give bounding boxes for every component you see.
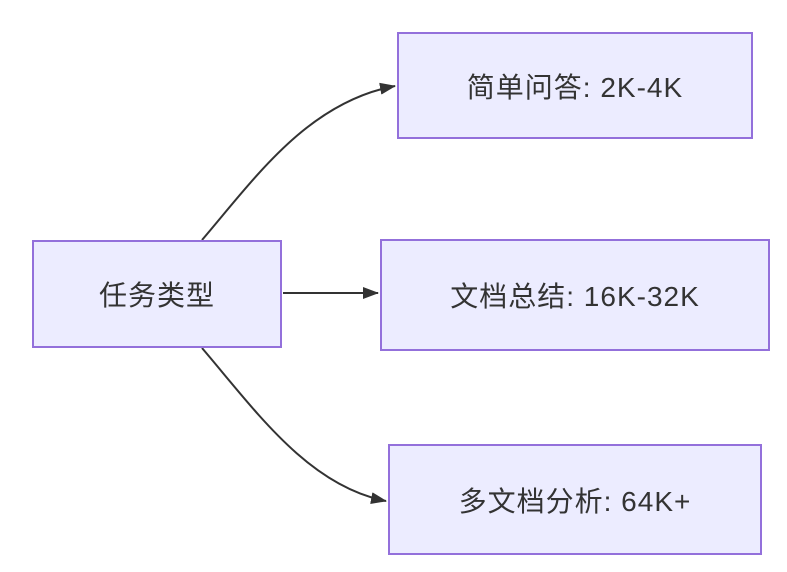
edge-root-to-multidoc	[201, 347, 387, 505]
node-simple-qa: 简单问答: 2K-4K	[397, 32, 753, 139]
node-doc-summary: 文档总结: 16K-32K	[380, 239, 770, 351]
node-task-type: 任务类型	[32, 240, 282, 348]
node-multidoc-analysis-label: 多文档分析: 64K+	[458, 485, 692, 517]
node-doc-summary-label: 文档总结: 16K-32K	[450, 281, 700, 312]
edge-root-to-qa	[201, 82, 396, 241]
node-simple-qa-label: 简单问答: 2K-4K	[466, 71, 684, 103]
node-multidoc-analysis: 多文档分析: 64K+	[388, 444, 762, 555]
node-task-type-label: 任务类型	[98, 280, 215, 311]
